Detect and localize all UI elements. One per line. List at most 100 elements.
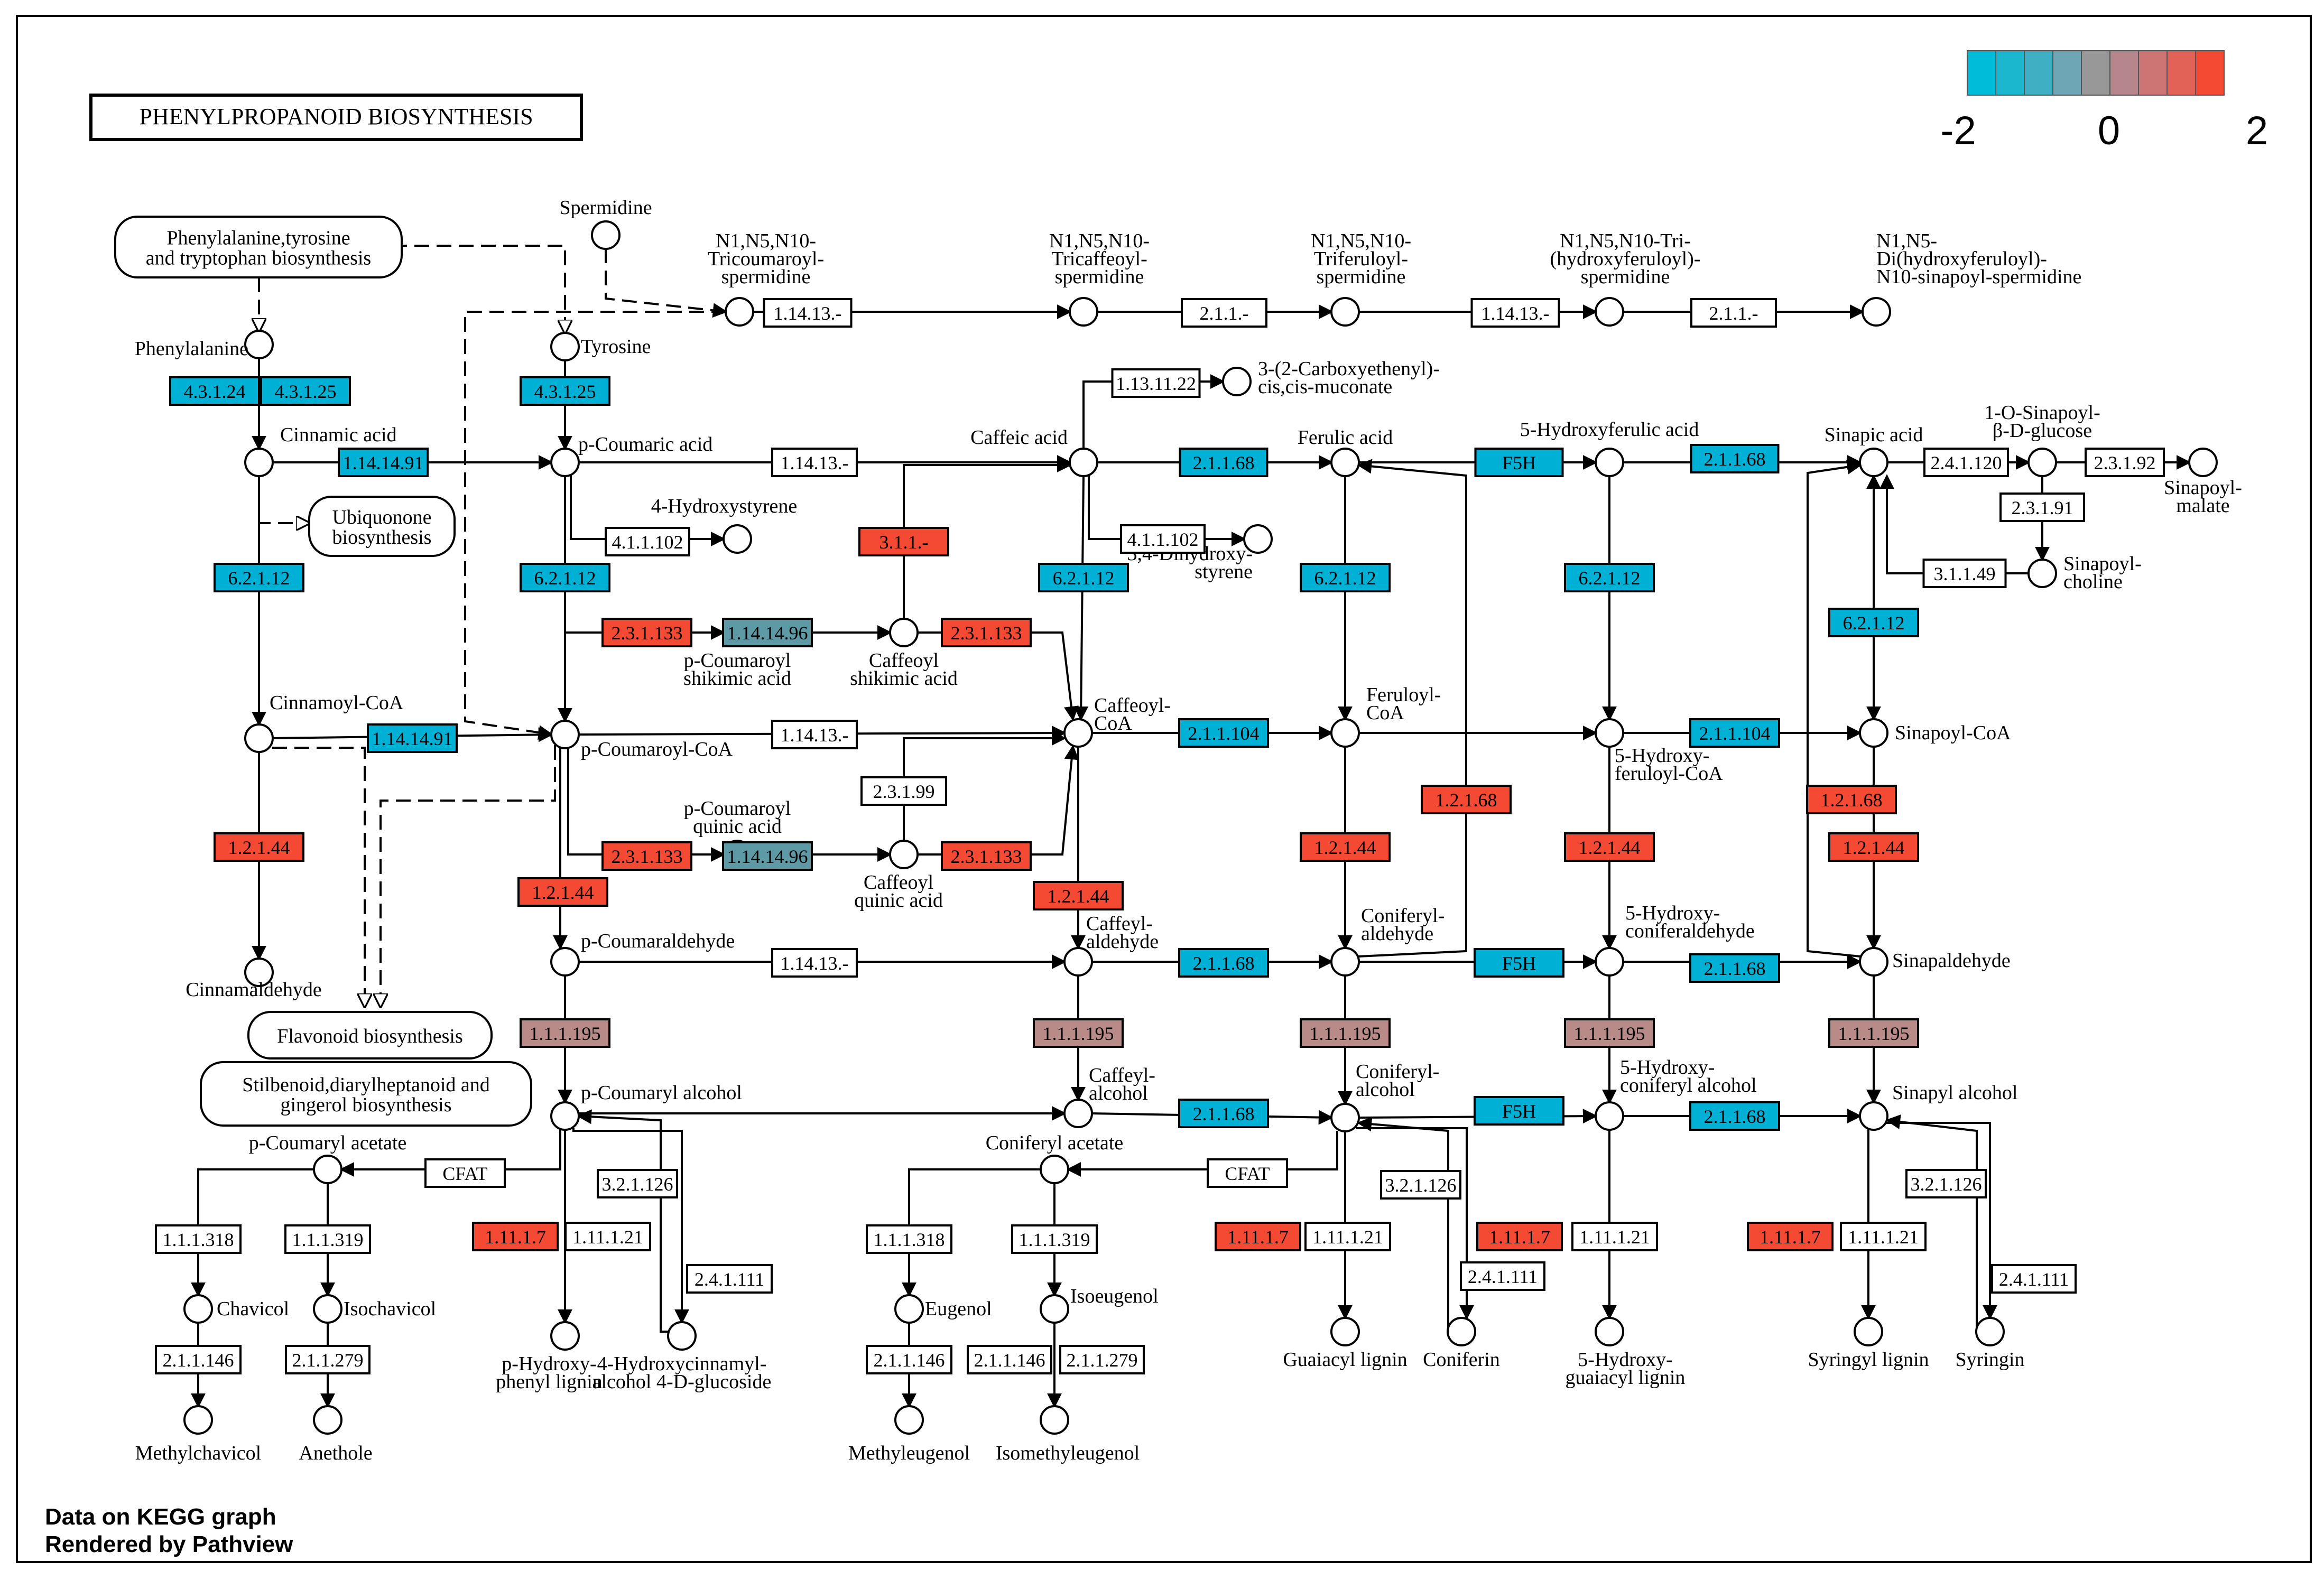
compound-c3[interactable]: Tyrosine <box>550 332 651 361</box>
compound-c35[interactable]: 5-Hydroxy-coniferaldehyde <box>1595 902 1755 977</box>
enzyme-e49[interactable]: 2.1.1.68 <box>1689 953 1780 983</box>
compound-circle[interactable] <box>667 1321 697 1351</box>
enzyme-e34[interactable]: 2.3.1.99 <box>860 776 947 806</box>
enzyme-e12[interactable]: F5H <box>1474 448 1564 477</box>
enzyme-e7[interactable]: 2.1.1.- <box>1690 298 1777 328</box>
enzyme-e9[interactable]: 1.14.14.91 <box>338 448 429 477</box>
enzyme-box[interactable] <box>1181 298 1267 328</box>
enzyme-e77[interactable]: 2.4.1.111 <box>1991 1264 2077 1294</box>
enzyme-box[interactable] <box>520 376 610 406</box>
compound-c9[interactable]: 3-(2-Carboxyethenyl)-cis,cis-muconate <box>1222 358 1440 398</box>
compound-c15[interactable]: Sinapic acid <box>1825 424 1923 477</box>
compound-c58[interactable]: Syringin <box>1956 1317 2025 1371</box>
enzyme-e27[interactable]: 2.3.1.133 <box>601 618 692 647</box>
enzyme-e30[interactable]: 1.14.14.91 <box>367 723 458 753</box>
enzyme-box[interactable] <box>1828 1018 1919 1048</box>
compound-circle[interactable] <box>1330 947 1360 977</box>
compound-c32[interactable]: p-Coumaraldehyde <box>550 930 735 977</box>
compound-circle[interactable] <box>183 1405 213 1435</box>
enzyme-box[interactable] <box>472 1222 559 1251</box>
enzyme-e54[interactable]: 1.1.1.195 <box>1828 1018 1919 1048</box>
enzyme-e37[interactable]: 1.2.1.44 <box>214 832 304 862</box>
enzyme-box[interactable] <box>564 1222 651 1251</box>
enzyme-e41[interactable]: 1.2.1.44 <box>517 877 608 907</box>
compound-circle[interactable] <box>1595 448 1624 477</box>
compound-c13[interactable]: Ferulic acid <box>1298 426 1393 477</box>
compound-c36[interactable]: Sinapaldehyde <box>1859 947 2011 977</box>
compound-circle[interactable] <box>244 958 274 987</box>
pathway-link-pw3[interactable]: Flavonoid biosynthesis <box>247 1011 493 1059</box>
enzyme-box[interactable] <box>967 1345 1052 1374</box>
enzyme-box[interactable] <box>1476 1222 1563 1251</box>
compound-c11[interactable]: p-Coumaric acid <box>550 433 712 477</box>
enzyme-e25[interactable]: 6.2.1.12 <box>1564 563 1655 592</box>
compound-c2[interactable]: Spermidine <box>559 197 652 250</box>
enzyme-e20[interactable]: 4.1.1.102 <box>1120 524 1206 554</box>
compound-circle[interactable] <box>1447 1317 1476 1346</box>
compound-circle[interactable] <box>1063 947 1093 977</box>
enzyme-e65[interactable]: 1.1.1.318 <box>866 1224 952 1254</box>
enzyme-e46[interactable]: 1.14.13.- <box>771 948 858 978</box>
enzyme-box[interactable] <box>858 527 949 556</box>
enzyme-e48[interactable]: F5H <box>1474 948 1564 978</box>
enzyme-box[interactable] <box>520 563 610 592</box>
compound-circle[interactable] <box>550 448 580 477</box>
compound-circle[interactable] <box>2027 448 2057 477</box>
enzyme-box[interactable] <box>260 376 351 406</box>
enzyme-e50[interactable]: 1.1.1.195 <box>520 1018 610 1048</box>
enzyme-box[interactable] <box>597 1169 678 1198</box>
enzyme-box[interactable] <box>601 841 692 871</box>
compound-c10[interactable]: Cinnamic acid <box>244 424 397 477</box>
enzyme-e15[interactable]: 2.3.1.92 <box>2085 448 2165 477</box>
enzyme-e43[interactable]: 1.2.1.44 <box>1564 832 1655 862</box>
enzyme-e36[interactable]: 1.2.1.68 <box>1806 785 1897 814</box>
enzyme-box[interactable] <box>1460 1261 1545 1291</box>
enzyme-e26[interactable]: 6.2.1.12 <box>1828 608 1919 637</box>
enzyme-e47[interactable]: 2.1.1.68 <box>1178 948 1269 978</box>
enzyme-e10[interactable]: 1.14.13.- <box>771 448 858 477</box>
compound-c44[interactable]: Chavicol <box>183 1294 289 1324</box>
compound-circle[interactable] <box>244 330 274 359</box>
enzyme-box[interactable] <box>1474 1096 1564 1126</box>
compound-c14[interactable]: 5-Hydroxyferulic acid <box>1520 419 1699 477</box>
enzyme-e76[interactable]: 2.4.1.111 <box>1460 1261 1545 1291</box>
compound-c23[interactable]: Cinnamoyl-CoA <box>244 692 404 753</box>
enzyme-box[interactable] <box>1470 298 1560 328</box>
enzyme-e75[interactable]: 2.4.1.111 <box>686 1264 773 1294</box>
enzyme-e18[interactable]: 4.1.1.102 <box>605 527 690 556</box>
enzyme-box[interactable] <box>1689 1101 1780 1131</box>
compound-circle[interactable] <box>244 723 274 753</box>
compound-circle[interactable] <box>183 1294 213 1324</box>
enzyme-box[interactable] <box>1011 1224 1098 1254</box>
compound-circle[interactable] <box>1595 718 1624 748</box>
enzyme-e28[interactable]: 1.14.14.96 <box>722 618 813 647</box>
enzyme-box[interactable] <box>214 563 304 592</box>
enzyme-box[interactable] <box>520 1018 610 1048</box>
enzyme-box[interactable] <box>1033 1018 1124 1048</box>
compound-c50[interactable]: Methyleugenol <box>848 1405 970 1464</box>
enzyme-e63[interactable]: 1.1.1.318 <box>155 1224 242 1254</box>
compound-c53[interactable]: 4-Hydroxycinnamyl-alcohol 4-D-glucoside <box>592 1321 772 1393</box>
compound-circle[interactable] <box>244 448 274 477</box>
compound-c20[interactable]: Sinapoyl-choline <box>2027 553 2142 593</box>
enzyme-box[interactable] <box>1038 563 1129 592</box>
compound-c52[interactable]: p-Hydroxy-phenyl lignin <box>496 1321 603 1393</box>
enzyme-e52[interactable]: 1.1.1.195 <box>1300 1018 1391 1048</box>
enzyme-box[interactable] <box>1474 448 1564 477</box>
enzyme-box[interactable] <box>866 1345 952 1374</box>
enzyme-box[interactable] <box>1564 832 1655 862</box>
enzyme-e59[interactable]: CFAT <box>1207 1158 1288 1188</box>
compound-circle[interactable] <box>1854 1317 1883 1346</box>
enzyme-box[interactable] <box>1380 1170 1461 1200</box>
compound-c48[interactable]: Methylchavicol <box>135 1405 261 1464</box>
enzyme-box[interactable] <box>285 1345 371 1374</box>
enzyme-box[interactable] <box>2085 448 2165 477</box>
enzyme-box[interactable] <box>1571 1222 1658 1251</box>
enzyme-box[interactable] <box>771 448 858 477</box>
compound-c56[interactable]: 5-Hydroxy-guaiacyl lignin <box>1566 1317 1686 1389</box>
compound-circle[interactable] <box>1859 947 1888 977</box>
enzyme-box[interactable] <box>1905 1169 1987 1198</box>
enzyme-box[interactable] <box>284 1224 371 1254</box>
compound-c27[interactable]: 5-Hydroxy-feruloyl-CoA <box>1595 718 1723 785</box>
